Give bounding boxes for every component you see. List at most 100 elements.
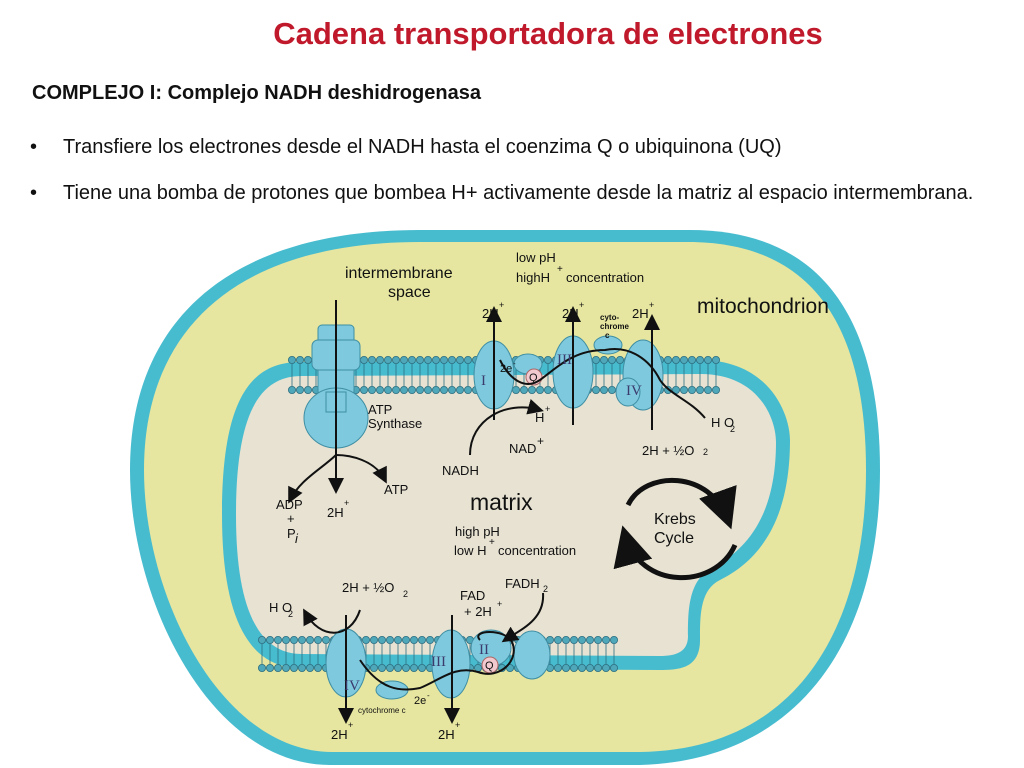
svg-text:H O: H O xyxy=(711,415,734,430)
lipid-head xyxy=(385,636,394,645)
lipid-head xyxy=(610,664,619,673)
svg-text:FADH: FADH xyxy=(505,576,540,591)
lipid-head xyxy=(455,385,464,394)
svg-text:2H: 2H xyxy=(327,505,344,520)
proton-label-iii-bottom: 2H + xyxy=(438,720,460,742)
lipid-head xyxy=(409,636,418,645)
lipid-head xyxy=(369,664,378,673)
complex-iii-bottom-label: III xyxy=(431,654,446,670)
svg-text:+: + xyxy=(557,264,563,275)
proton-label-fad: + xyxy=(497,599,502,609)
q-label-bottom: Q xyxy=(485,660,494,672)
lipid-head xyxy=(600,355,609,364)
svg-text:ADP: ADP xyxy=(276,497,303,512)
bullet-dot: • xyxy=(30,136,38,158)
bullet-item: •Transfiere los electrones desde el NADH… xyxy=(30,124,990,170)
low-h-concentration-label: low H + concentration xyxy=(454,537,576,558)
lipid-head xyxy=(423,385,432,394)
svg-text:highH: highH xyxy=(516,270,550,285)
svg-text:2H: 2H xyxy=(482,306,499,321)
krebs-arc-top xyxy=(625,477,737,530)
lipid-head xyxy=(578,664,587,673)
bullet-dot: • xyxy=(30,182,38,204)
svg-text:+: + xyxy=(545,404,550,414)
proton-label-atp: 2H + xyxy=(327,498,349,520)
lipid-head xyxy=(417,636,426,645)
lipid-head xyxy=(610,636,619,645)
lipid-head xyxy=(696,355,705,364)
lipid-head xyxy=(391,385,400,394)
lipid-head xyxy=(562,636,571,645)
water-label-bottom: H O 2 xyxy=(269,600,293,619)
lipid-head xyxy=(592,385,601,394)
svg-text:i: i xyxy=(295,531,299,546)
lipid-head xyxy=(463,355,472,364)
lipid-head xyxy=(303,385,312,394)
lipid-head xyxy=(287,355,296,364)
nadh-arrow xyxy=(469,399,544,456)
lipid-head xyxy=(305,636,314,645)
lipid-head xyxy=(375,355,384,364)
high-h-concentration-label: highH + concentration xyxy=(516,264,644,285)
atp-label: ATP xyxy=(384,482,408,497)
lipid-head xyxy=(401,664,410,673)
lipid-head xyxy=(455,355,464,364)
svg-text:+: + xyxy=(499,300,504,310)
krebs-cycle-label: Krebs Cycle xyxy=(654,511,696,547)
lipid-head xyxy=(297,636,306,645)
lipid-head xyxy=(578,636,587,645)
svg-text:Krebs: Krebs xyxy=(654,511,696,528)
lipid-head xyxy=(425,636,434,645)
lipid-head xyxy=(367,355,376,364)
lipid-head xyxy=(672,355,681,364)
svg-text:Synthase: Synthase xyxy=(368,416,422,431)
lipid-head xyxy=(295,385,304,394)
lipid-head xyxy=(407,385,416,394)
q-label-top: Q xyxy=(529,372,538,384)
complex-iv-bottom-label: IV xyxy=(344,678,360,694)
lipid-head xyxy=(313,664,322,673)
electron-path-top xyxy=(499,348,706,419)
electron-path-bottom xyxy=(359,631,515,691)
svg-text:Cycle: Cycle xyxy=(654,530,694,547)
bullet-item: •Tiene una bomba de protones que bombea … xyxy=(30,170,990,216)
two-e-label-bottom: 2e - xyxy=(414,691,430,707)
svg-text:-: - xyxy=(513,359,516,368)
high-ph-label: high pH xyxy=(455,524,500,539)
lipid-head xyxy=(407,355,416,364)
lipid-head xyxy=(554,636,563,645)
lipid-head xyxy=(361,636,370,645)
lipid-head xyxy=(608,355,617,364)
svg-text:space: space xyxy=(388,284,431,301)
fad-plus-proton-label: + 2H xyxy=(464,604,492,619)
svg-text:2e: 2e xyxy=(414,695,426,707)
lipid-head xyxy=(431,385,440,394)
lipid-head xyxy=(602,636,611,645)
lipid-head xyxy=(383,355,392,364)
krebs-arc-bottom xyxy=(613,525,738,580)
lipid-head xyxy=(594,636,603,645)
nad-label: NAD + xyxy=(509,434,544,456)
lipid-head xyxy=(375,385,384,394)
lipid-head xyxy=(447,385,456,394)
lipid-head xyxy=(447,355,456,364)
fadh2-label: FADH 2 xyxy=(505,576,548,594)
adp-pi-label: ADP + P i xyxy=(276,497,303,546)
lipid-head xyxy=(399,385,408,394)
lipid-head xyxy=(680,385,689,394)
lipid-head xyxy=(321,636,330,645)
lipid-head xyxy=(295,355,304,364)
proton-label-iii: 2H + xyxy=(562,300,584,321)
svg-text:-: - xyxy=(427,691,430,700)
lipid-head xyxy=(544,385,553,394)
cytochrome-c-label-bottom: cytochrome c xyxy=(358,706,406,715)
svg-text:low H: low H xyxy=(454,543,487,558)
lipid-head xyxy=(439,385,448,394)
lipid-head xyxy=(602,664,611,673)
atp-arrow xyxy=(335,454,387,484)
two-e-label-top: 2e - xyxy=(500,359,516,375)
lipid-head xyxy=(544,355,553,364)
lipid-head xyxy=(377,664,386,673)
lipid-head xyxy=(554,664,563,673)
